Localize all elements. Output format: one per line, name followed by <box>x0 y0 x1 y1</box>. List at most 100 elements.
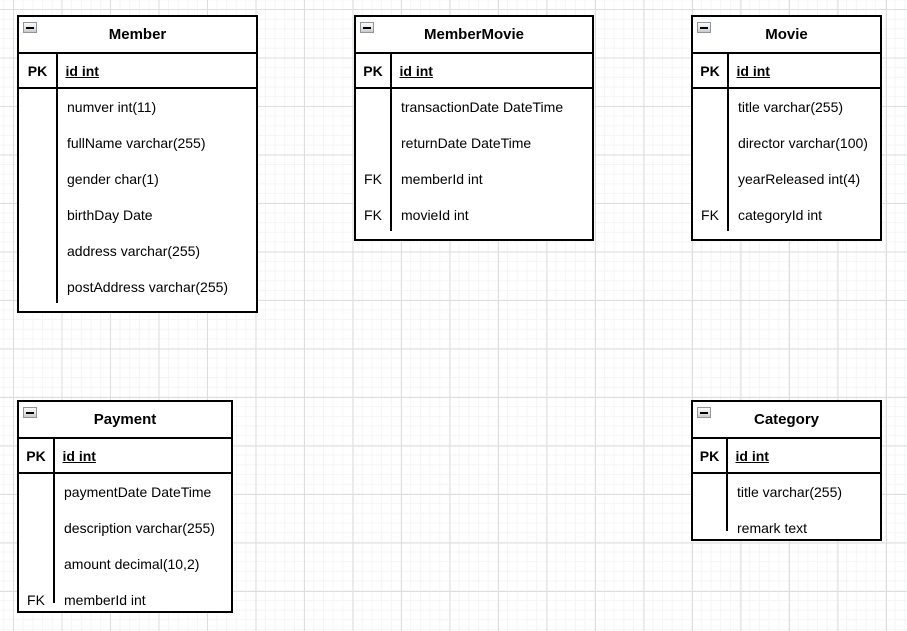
attribute-row[interactable]: title varchar(255) <box>693 89 880 125</box>
column-divider <box>390 54 392 87</box>
attribute-label: director varchar(100) <box>738 135 868 151</box>
fk-badge: FK <box>701 207 719 223</box>
attribute-label: title varchar(255) <box>737 484 843 500</box>
fk-badge <box>693 125 727 161</box>
entity-title: Category <box>753 411 820 428</box>
attribute-label: transactionDate DateTime <box>401 99 564 115</box>
fk-badge <box>19 161 56 197</box>
attribute-row[interactable]: paymentDate DateTime <box>19 474 231 510</box>
collapse-icon[interactable] <box>697 407 711 418</box>
attribute-label: movieId int <box>401 207 469 223</box>
fk-badge <box>19 474 53 510</box>
entity-title-bar[interactable]: Payment <box>19 402 231 439</box>
fk-badge <box>693 89 727 125</box>
minus-glyph <box>363 26 371 29</box>
column-divider <box>727 54 729 87</box>
minus-glyph <box>26 411 34 414</box>
column-divider <box>727 89 729 231</box>
entity-title: Payment <box>93 411 157 428</box>
primary-key-row[interactable]: PK id int <box>356 54 592 89</box>
attribute-label: title varchar(255) <box>738 99 844 115</box>
attribute-label: gender char(1) <box>67 171 159 187</box>
entity-table[interactable]: Category PK id int title varchar(255) re… <box>691 400 882 541</box>
attribute-label: returnDate DateTime <box>401 135 532 151</box>
attribute-label: categoryId int <box>738 207 823 223</box>
primary-key-row[interactable]: PK id int <box>19 54 256 89</box>
attribute-label: memberId int <box>64 592 146 608</box>
fk-badge: FK <box>364 207 382 223</box>
minus-glyph <box>700 26 708 29</box>
collapse-icon[interactable] <box>360 22 374 33</box>
pk-badge: PK <box>26 447 46 464</box>
attribute-label: birthDay Date <box>67 207 153 223</box>
attribute-row[interactable]: amount decimal(10,2) <box>19 546 231 582</box>
attribute-row[interactable]: description varchar(255) <box>19 510 231 546</box>
minus-glyph <box>700 411 708 414</box>
fk-badge: FK <box>364 171 382 187</box>
attribute-row[interactable]: yearReleased int(4) <box>693 161 880 197</box>
entity-table[interactable]: Movie PK id int title varchar(255) direc… <box>691 15 882 241</box>
attribute-label: paymentDate DateTime <box>64 484 212 500</box>
attribute-row[interactable]: address varchar(255) <box>19 233 256 269</box>
pk-field-label: id int <box>62 447 96 464</box>
attribute-section: paymentDate DateTime description varchar… <box>19 474 231 611</box>
attribute-label: postAddress varchar(255) <box>67 279 229 295</box>
pk-badge: PK <box>27 62 48 79</box>
attribute-row[interactable]: FK categoryId int <box>693 197 880 233</box>
attribute-row[interactable]: director varchar(100) <box>693 125 880 161</box>
attribute-label: amount decimal(10,2) <box>64 556 200 572</box>
fk-badge <box>356 125 390 161</box>
primary-key-row[interactable]: PK id int <box>693 439 880 474</box>
fk-badge <box>19 546 53 582</box>
entity-title-bar[interactable]: Category <box>693 402 880 439</box>
attribute-label: remark text <box>737 520 808 536</box>
entity-title: Movie <box>765 26 808 43</box>
attribute-row[interactable]: title varchar(255) <box>693 474 880 510</box>
attribute-row[interactable]: postAddress varchar(255) <box>19 269 256 305</box>
column-divider <box>390 89 392 231</box>
column-divider <box>726 474 728 531</box>
attribute-row[interactable]: numver int(11) <box>19 89 256 125</box>
attribute-row[interactable]: FK movieId int <box>356 197 592 233</box>
collapse-icon[interactable] <box>697 22 711 33</box>
fk-badge <box>19 125 56 161</box>
entity-table[interactable]: Member PK id int numver int(11) fullName… <box>17 15 258 313</box>
pk-field-label: id int <box>736 62 770 79</box>
attribute-row[interactable]: FK memberId int <box>19 582 231 611</box>
entity-table[interactable]: MemberMovie PK id int transactionDate Da… <box>354 15 594 241</box>
entity-title-bar[interactable]: Member <box>19 17 256 54</box>
attribute-row[interactable]: gender char(1) <box>19 161 256 197</box>
primary-key-row[interactable]: PK id int <box>19 439 231 474</box>
entity-title-bar[interactable]: Movie <box>693 17 880 54</box>
attribute-label: numver int(11) <box>67 99 157 115</box>
fk-badge <box>693 161 727 197</box>
entity-table[interactable]: Payment PK id int paymentDate DateTime d… <box>17 400 233 613</box>
attribute-row[interactable]: remark text <box>693 510 880 539</box>
attribute-label: fullName varchar(255) <box>67 135 206 151</box>
fk-badge <box>693 510 726 539</box>
attribute-row[interactable]: birthDay Date <box>19 197 256 233</box>
attribute-label: description varchar(255) <box>64 520 215 536</box>
attribute-label: memberId int <box>401 171 483 187</box>
fk-badge <box>19 197 56 233</box>
attribute-section: title varchar(255) remark text <box>693 474 880 539</box>
pk-badge: PK <box>363 62 383 79</box>
attribute-label: yearReleased int(4) <box>738 171 861 187</box>
column-divider <box>726 439 728 472</box>
fk-badge <box>19 269 56 305</box>
attribute-row[interactable]: returnDate DateTime <box>356 125 592 161</box>
attribute-row[interactable]: fullName varchar(255) <box>19 125 256 161</box>
attribute-row[interactable]: FK memberId int <box>356 161 592 197</box>
attribute-row[interactable]: transactionDate DateTime <box>356 89 592 125</box>
column-divider <box>56 54 58 87</box>
attribute-section: numver int(11) fullName varchar(255) gen… <box>19 89 256 311</box>
column-divider <box>53 439 55 472</box>
entity-title-bar[interactable]: MemberMovie <box>356 17 592 54</box>
fk-badge <box>356 89 390 125</box>
fk-badge <box>19 89 56 125</box>
collapse-icon[interactable] <box>23 407 37 418</box>
collapse-icon[interactable] <box>23 22 37 33</box>
fk-badge: FK <box>27 592 45 608</box>
primary-key-row[interactable]: PK id int <box>693 54 880 89</box>
